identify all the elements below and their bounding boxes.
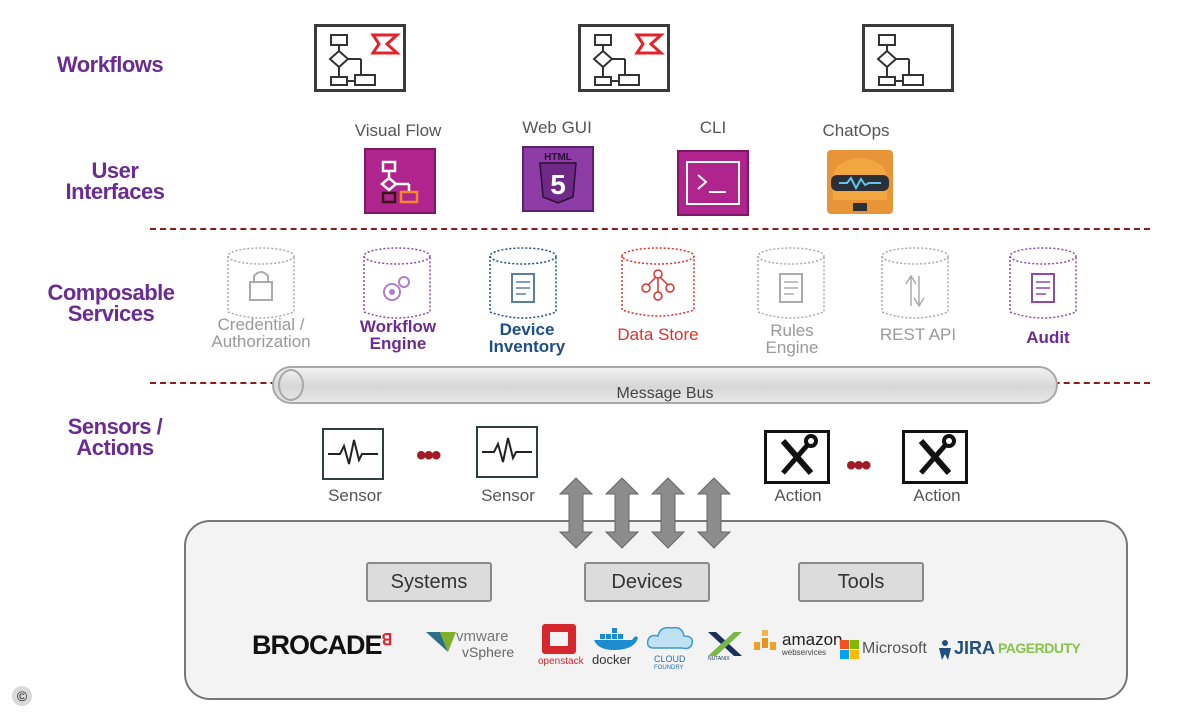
ui-label-visual-flow: Visual Flow: [354, 121, 442, 140]
ui-label-cli: CLI: [699, 118, 727, 137]
docker-text: docker: [592, 652, 632, 667]
service-line: Data Store: [617, 325, 699, 344]
pagerduty-logo: PAGERDUTY: [998, 640, 1081, 656]
service-line: Device: [499, 320, 555, 339]
message-bus-label: Message Bus: [616, 385, 714, 402]
copyright-icon: ©: [12, 686, 32, 706]
brocade-b-mark: ꓭ: [381, 632, 393, 649]
bidirectional-arrows: [558, 477, 732, 549]
pulse-icon: [482, 437, 532, 463]
service-line: Rules: [770, 321, 814, 340]
row-label-user-interfaces-line1: User: [91, 158, 139, 183]
cloud-foundry-text-1: CLOUD: [654, 654, 686, 664]
amazon-sub-text: webservices: [782, 648, 827, 657]
service-label-device-inventory: Device Inventory: [457, 321, 597, 355]
flowchart-icon: [876, 34, 924, 86]
row-label-user-interfaces: User Interfaces: [40, 158, 190, 204]
flowchart-icon: [328, 33, 401, 86]
openstack-mark: [542, 624, 576, 654]
sensor-box-1: [322, 428, 384, 480]
service-line: Workflow: [359, 317, 437, 336]
pulse-icon: [328, 439, 378, 465]
rules-engine-cylinder: [754, 244, 828, 324]
service-line: Authorization: [211, 332, 311, 351]
service-label-audit: Audit: [978, 329, 1118, 346]
row-label-composable-line2: Services: [67, 301, 155, 326]
sensor-label-2: Sensor: [481, 486, 535, 505]
visual-flow-icon: [364, 148, 436, 214]
category-devices: Devices: [584, 562, 710, 602]
brocade-logo: BROCADEꓭ: [252, 630, 392, 661]
action-label-1: Action: [774, 486, 822, 505]
ui-label-chatops: ChatOps: [822, 121, 890, 140]
service-line: Engine: [765, 338, 819, 357]
wrench-screwdriver-icon: [918, 434, 956, 475]
message-bus-end-cap: [278, 369, 304, 401]
row-label-composable-services: Composable Services: [36, 280, 186, 326]
vsphere-text: vSphere: [462, 644, 515, 660]
vmware-text: vmware: [456, 628, 509, 645]
jira-text: JIRA: [954, 638, 996, 658]
row-label-sensors-actions: Sensors / Actions: [40, 414, 190, 460]
wrench-screwdriver-icon: [780, 434, 818, 475]
row-label-sensors-line1: Sensors /: [67, 414, 163, 439]
terminal-screen: [686, 161, 740, 205]
flowchart-icon: [592, 33, 665, 86]
service-line: Audit: [1026, 328, 1070, 347]
device-inventory-cylinder: [486, 244, 560, 324]
nutanix-text: NUTANIX: [708, 656, 730, 662]
service-line: Inventory: [488, 337, 566, 356]
service-line: Credential /: [217, 315, 305, 334]
openstack-text: openstack: [538, 656, 584, 667]
openstack-mark-hole: [550, 632, 568, 646]
row-label-workflows: Workflows: [56, 52, 164, 77]
brocade-wordmark: BROCADE: [252, 630, 383, 660]
ui-label-web-gui: Web GUI: [522, 118, 592, 137]
service-line: Engine: [369, 334, 427, 353]
service-line: REST API: [879, 325, 957, 344]
divider-top: [150, 228, 1150, 230]
chatops-robot-icon: [827, 150, 893, 214]
amazon-text: amazon: [782, 630, 843, 649]
svg-text:HTML: HTML: [544, 152, 572, 163]
rest-api-cylinder: [878, 244, 952, 324]
category-tools: Tools: [798, 562, 924, 602]
workflow-diagram-2: [578, 24, 670, 92]
row-label-sensors-line2: Actions: [76, 435, 154, 460]
action-label-2: Action: [913, 486, 961, 505]
svg-text:5: 5: [550, 169, 566, 200]
data-store-cylinder: [618, 244, 698, 324]
service-label-rules-engine: Rules Engine: [722, 322, 862, 356]
audit-cylinder: [1006, 244, 1080, 324]
service-label-rest-api: REST API: [848, 326, 988, 343]
terminal-icon: [677, 150, 749, 216]
category-systems: Systems: [366, 562, 492, 602]
workflow-engine-cylinder: [360, 244, 434, 324]
row-label-user-interfaces-line2: Interfaces: [65, 179, 165, 204]
workflow-diagram-1: [314, 24, 406, 92]
service-label-workflow-engine: Workflow Engine: [328, 318, 468, 352]
microsoft-text: Microsoft: [862, 640, 927, 657]
message-bus: Message Bus: [272, 366, 1058, 404]
html5-icon: HTML 5: [522, 146, 594, 212]
sensor-ellipsis: •••: [416, 439, 441, 472]
action-box-1: [764, 430, 830, 484]
cloud-foundry-text-2: FOUNDRY: [654, 665, 684, 671]
service-label-data-store: Data Store: [588, 326, 728, 343]
workflow-diagram-3: [862, 24, 954, 92]
row-label-composable-line1: Composable: [47, 280, 175, 305]
action-ellipsis: •••: [846, 449, 871, 482]
service-label-credential: Credential / Authorization: [191, 316, 331, 350]
credential-cylinder: [224, 244, 298, 324]
action-box-2: [902, 430, 968, 484]
sensor-label-1: Sensor: [328, 486, 382, 505]
environment-panel: [184, 520, 1128, 700]
sensor-box-2: [476, 426, 538, 478]
